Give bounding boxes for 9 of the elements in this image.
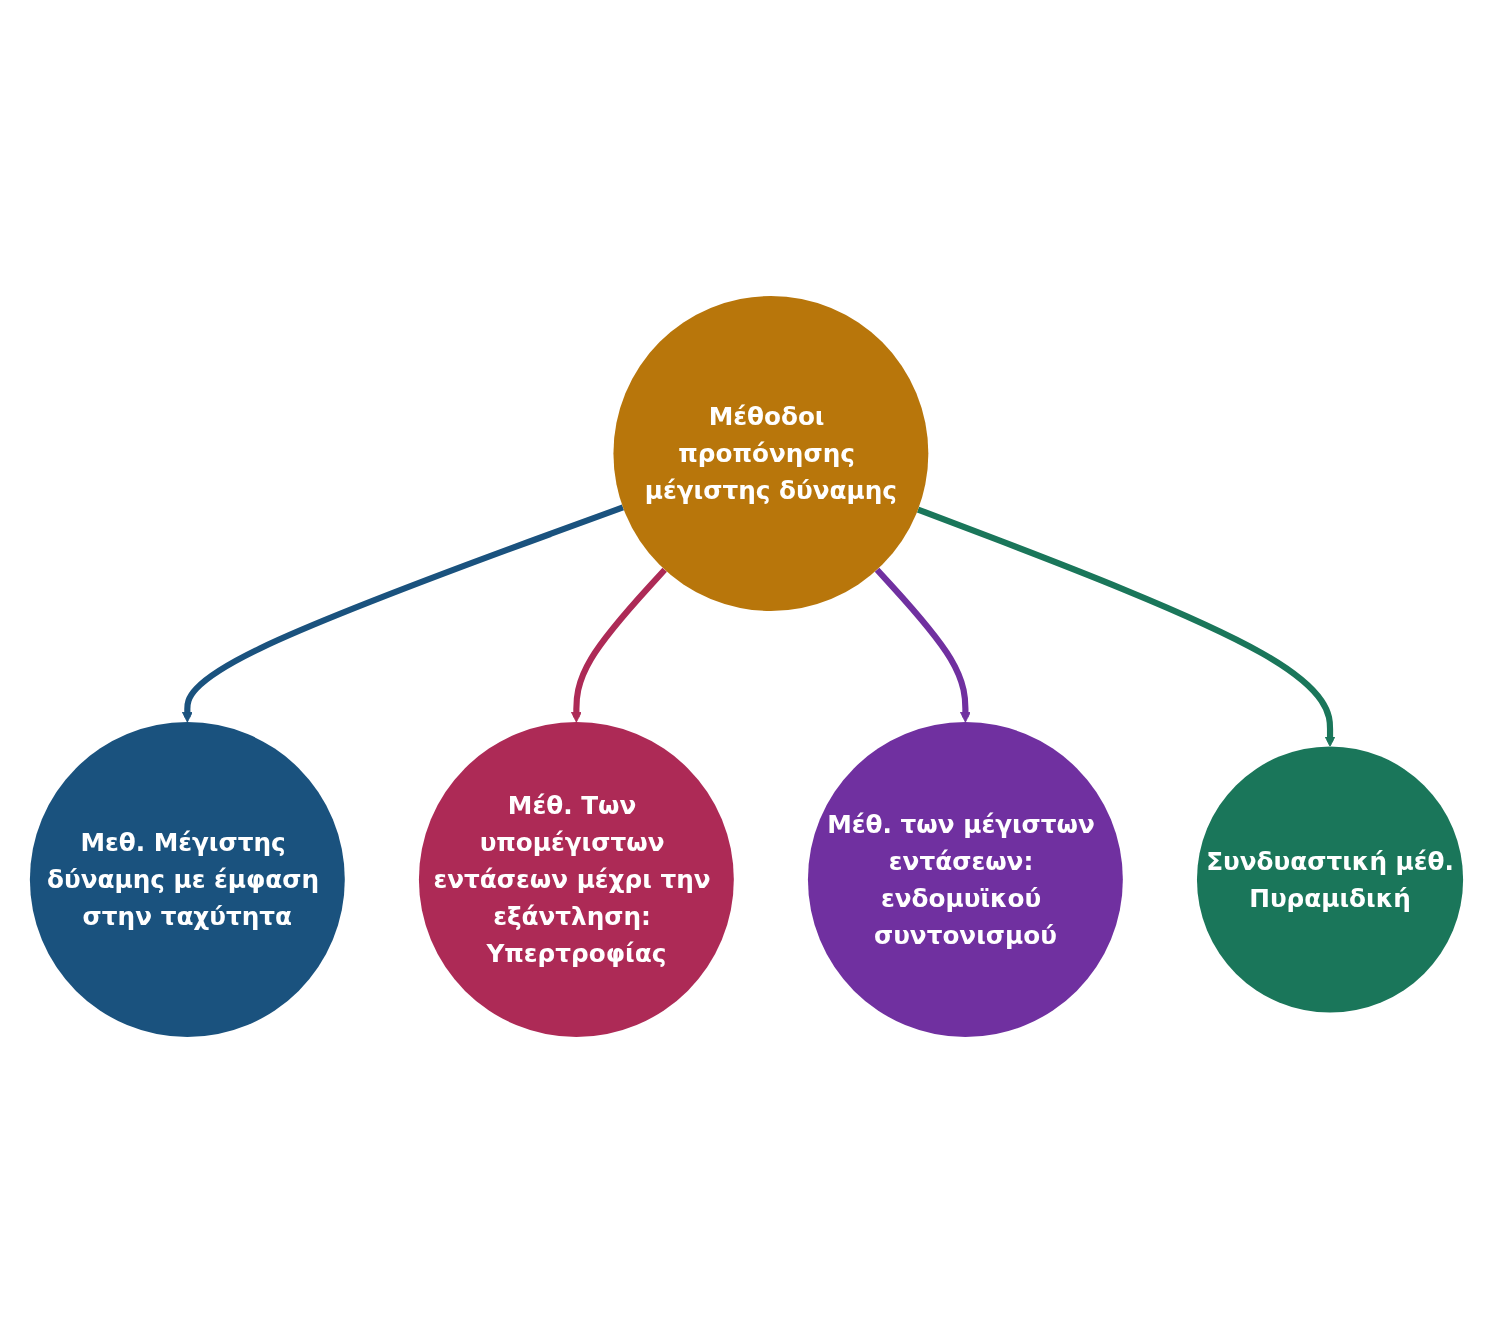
node-circle: Μέθοδοι προπόνησης μέγιστης δύναμης bbox=[613, 296, 929, 611]
arrow bbox=[916, 506, 1336, 747]
node-circle: Μέθ. των μέγιστων εντάσεων: ενδομυϊκού συντονισμού bbox=[807, 722, 1123, 1037]
arrow bbox=[570, 567, 667, 723]
node-circle: Μεθ. Μέγιστης δύναμης με έμφαση στην ταχύτητα bbox=[29, 722, 345, 1037]
node-circle: Μέθ. Των υπομέγιστων εντάσεων μέχρι την εξάντληση: Υπερτροφίας bbox=[418, 722, 734, 1037]
arrow bbox=[181, 504, 625, 723]
arrow bbox=[874, 567, 971, 723]
node-circle: Συνδυαστική μέθ. Πυραμιδική bbox=[1196, 746, 1464, 1013]
